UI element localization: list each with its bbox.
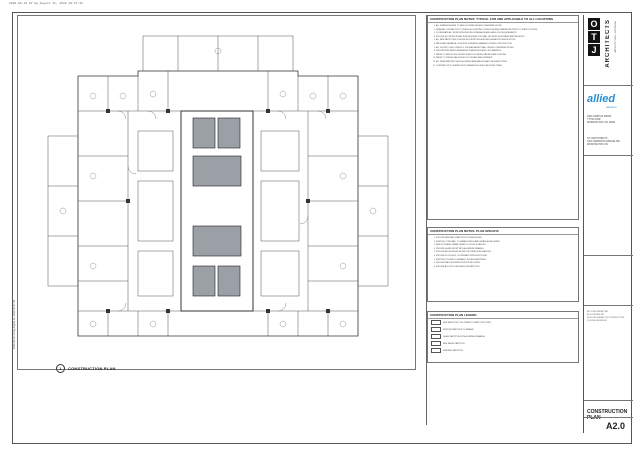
legend-item: FIRE RATED PARTITION [428,340,578,347]
sheet-title: CONSTRUCTION PLAN [587,409,628,421]
general-item: CONTRACTOR TO SUBMIT SHOP DRAWINGS FOR A… [436,65,576,68]
legend-item: EXISTING PARTITION TO REMAIN [428,326,578,333]
elevator-bank-2 [192,225,242,257]
floor-plan-drawing [47,35,389,337]
floor-plan-viewport[interactable]: 1 CONSTRUCTION PLAN [17,15,416,373]
general-item: REFER TO REFLECTED CEILING PLAN FOR CEIL… [436,54,576,57]
general-item: REFER TO FINISH PLAN FOR ALL FLOOR AND W… [436,57,576,60]
legend-text: EXISTING PARTITION TO REMAIN [443,328,474,331]
legend-text: DEMISING PARTITION [443,349,463,352]
legend-item: NEW PARTITION TYPE, REFER TO PARTITION T… [428,319,578,326]
drawing-sheet [12,12,632,444]
sheet-edge-stamp: 2020-06-10 1P Ag August 11, 2018 10:37:4… [13,300,16,350]
specific-notes-title: CONSTRUCTION PLAN NOTES: PLAN SPECIFIC [428,228,578,235]
plan-number: 1 [56,364,65,373]
legend-symbol [431,327,441,332]
legend-symbol [431,334,441,339]
firm-name: ARCHITECTS [605,19,611,68]
client-subtitle: telecom [606,105,617,109]
general-item: COORDINATE ALL WORK WITH BUILDING STANDA… [436,32,576,35]
specific-item: EXISTING CORE WALL TO REMAIN, PATCH AND … [436,241,576,244]
legend-symbol [431,320,441,325]
legend-box: CONSTRUCTION PLAN LEGEND NEW PARTITION T… [427,311,579,363]
specific-notes-box: CONSTRUCTION PLAN NOTES: PLAN SPECIFIC P… [427,227,579,302]
legend-item: GLASS PARTITION WITH ALUMINUM FRAMING [428,333,578,340]
specific-item: EXISTING COLUMN TO REMAIN, PROVIDE NEW F… [436,259,576,262]
notes-column: CONSTRUCTION PLAN NOTES: TYPICAL FOR AND… [426,15,579,425]
specific-item: PROVIDE MILLWORK AS SHOWN ON INTERIOR EL… [436,251,576,254]
general-item: ALL NEW PARTITIONS TO ALIGN WITH EXISTIN… [436,39,576,42]
elevator-bank-1 [192,155,242,187]
legend-text: NEW PARTITION TYPE, REFER TO PARTITION T… [443,321,491,324]
specific-item: PROVIDE GLASS FRONT WITH ALUMINUM FRAMIN… [436,248,576,251]
stair-a [192,117,216,149]
client-address: 1860 CAMPUS DRIVE 7TH FLOOR WASHINGTON, … [587,115,616,125]
logo-letter-j: J [588,44,600,56]
legend-symbol [431,341,441,346]
specific-item: PROVIDE ACOUSTIC INSULATION IN PARTITION… [436,266,576,269]
logo-letter-t: T [588,31,600,43]
legend-text: FIRE RATED PARTITION [443,342,465,345]
legend-symbol [431,348,441,353]
general-item: ALL DIMENSIONS ARE TO FACE OF FINISH UNL… [436,25,576,28]
client-logo: allied [587,93,616,105]
revision-list: 08.27.2018 PERMIT SET 09.10.2018 BID SET… [587,311,625,322]
logo-letter-o: O [588,18,600,30]
specific-item: PROVIDE FLOOR BOX, COORDINATE WITH ELECT… [436,255,576,258]
project-info: OTJ ARCHITECTS 1000 VERMONT AVENUE NW WA… [587,137,620,147]
general-notes-list: ALL DIMENSIONS ARE TO FACE OF FINISH UNL… [428,23,578,70]
firm-logo: O T J [588,18,614,72]
specific-item: PROVIDE WALL MOUNTED MONITOR BLOCKING. [436,262,576,265]
general-item: PROVIDE FIRE RATED ASSEMBLIES WHERE INDI… [436,50,576,53]
stair-b [217,117,241,149]
file-stamp: 2020-06-10 1P Ag August 11, 2018 10:37:4… [9,2,83,5]
sheet-number: A2.0 [606,421,626,431]
legend-item: DEMISING PARTITION [428,347,578,354]
specific-item: PROVIDE NEW WALL PARTITION TYPE AS SHOWN… [436,237,576,240]
general-item: ALL DOORS TO BE LOCATED 4" FROM ADJACENT… [436,47,576,50]
legend-title: CONSTRUCTION PLAN LEGEND [428,312,578,319]
specific-item: NEW DOOR AND FRAME, REFER TO DOOR SCHEDU… [436,244,576,247]
stair-c [192,265,216,297]
general-notes-title: CONSTRUCTION PLAN NOTES: TYPICAL FOR AND… [428,16,578,23]
general-item: GENERAL CONTRACTOR TO VERIFY ALL EXISTIN… [436,29,576,32]
general-notes-box: CONSTRUCTION PLAN NOTES: TYPICAL FOR AND… [427,15,579,220]
legend-list: NEW PARTITION TYPE, REFER TO PARTITION T… [428,319,578,354]
plan-title-label: 1 CONSTRUCTION PLAN [56,364,116,373]
specific-notes-list: PROVIDE NEW WALL PARTITION TYPE AS SHOWN… [428,235,578,271]
title-block: O T J ARCHITECTS ARCHITECTURE + INTERIOR… [583,15,633,433]
general-item: PROVIDE BLOCKING IN WALLS AS REQUIRED FO… [436,36,576,39]
legend-text: GLASS PARTITION WITH ALUMINUM FRAMING [443,335,485,338]
general-item: ALL PENETRATIONS THROUGH RATED ASSEMBLIE… [436,61,576,64]
building-core [180,110,254,312]
firm-subtitle: ARCHITECTURE + INTERIORS [615,21,617,53]
plan-title: CONSTRUCTION PLAN [68,366,116,371]
general-item: PATCH AND REPAIR ALL EXISTING SURFACES D… [436,43,576,46]
stair-d [217,265,241,297]
